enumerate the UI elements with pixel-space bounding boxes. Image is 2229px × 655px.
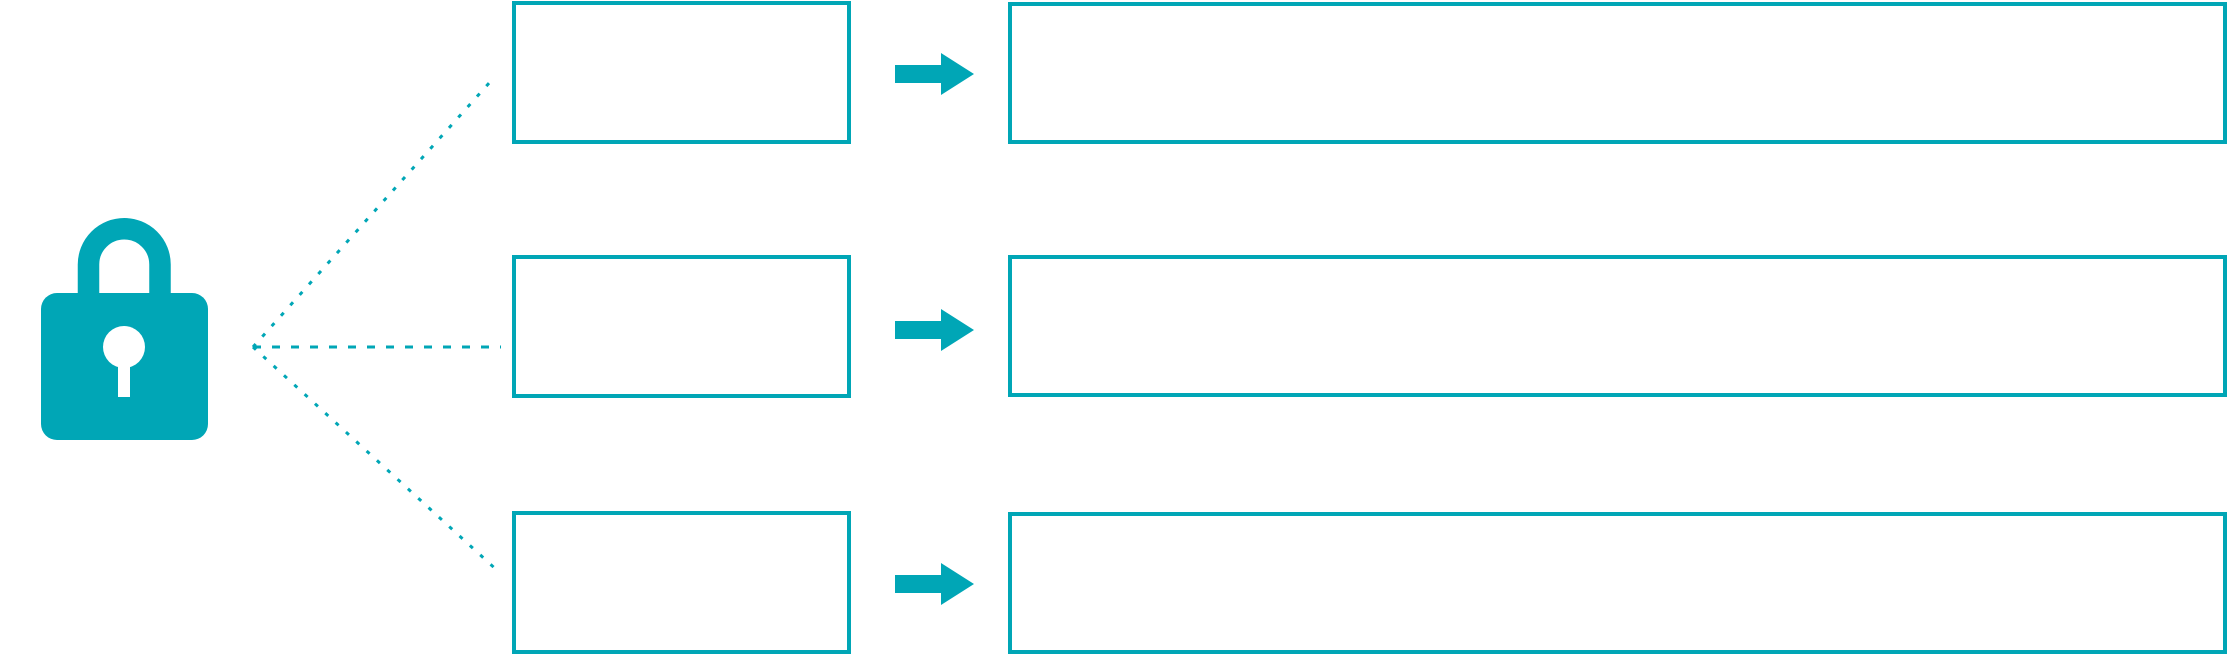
detail-box-2 <box>1008 255 2227 397</box>
source-box-3-label <box>516 515 847 650</box>
source-box-2-label <box>516 259 847 394</box>
detail-box-1 <box>1008 2 2227 144</box>
detail-box-1-label <box>1012 6 2223 140</box>
source-box-2 <box>512 255 851 398</box>
lock-shackle <box>77 218 171 313</box>
lock-keyhole-stem <box>118 353 130 397</box>
connector-line-top <box>251 81 492 348</box>
source-box-3 <box>512 511 851 654</box>
detail-box-3 <box>1008 512 2227 654</box>
lock-icon <box>41 218 211 440</box>
source-box-1 <box>512 1 851 144</box>
right-arrow-icon <box>895 309 975 351</box>
right-arrow-icon <box>895 563 975 605</box>
right-arrow-icon <box>895 53 975 95</box>
detail-box-3-label <box>1012 516 2223 650</box>
connector-line-bottom <box>251 345 502 575</box>
source-box-1-label <box>516 5 847 140</box>
lock-keyhole-circle <box>103 326 145 368</box>
detail-box-2-label <box>1012 259 2223 393</box>
